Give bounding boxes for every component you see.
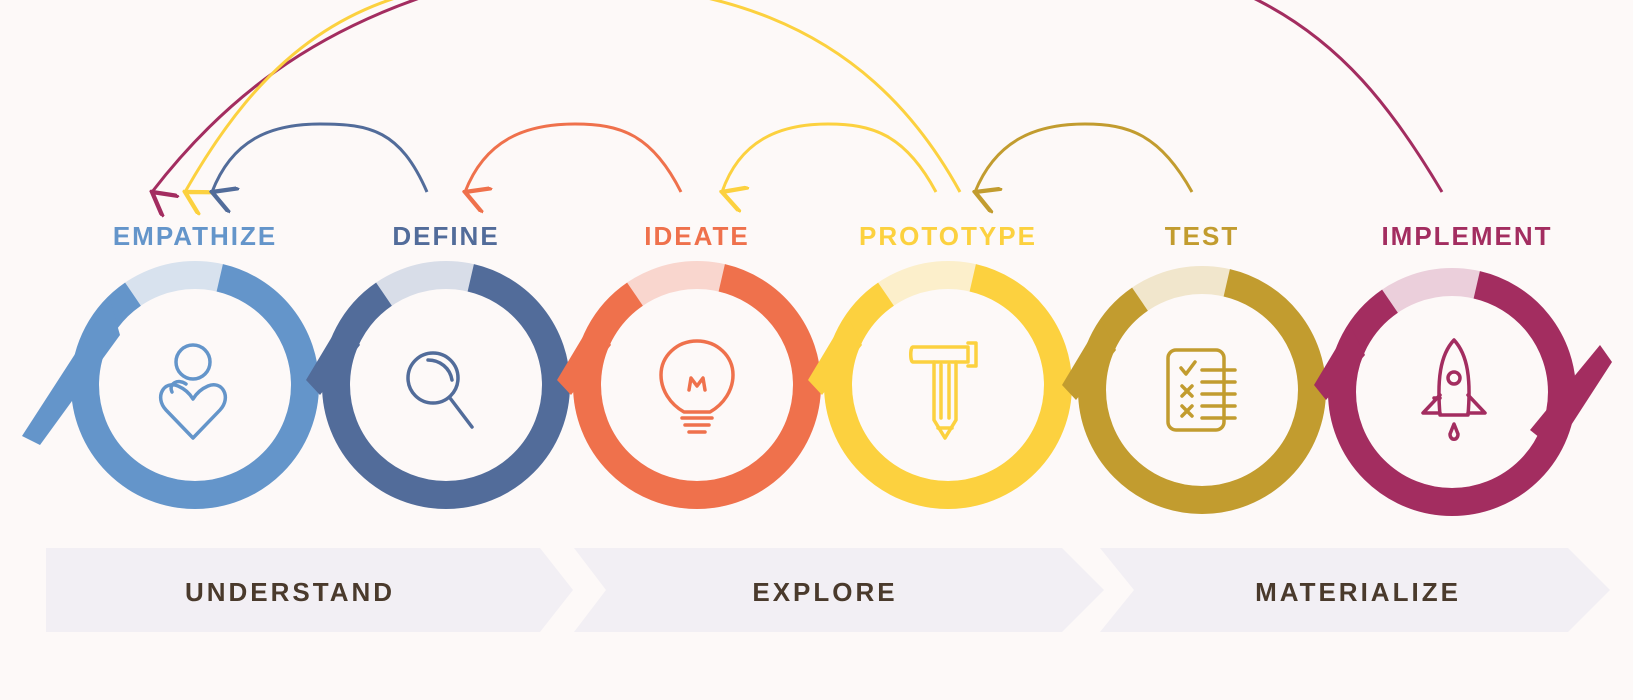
- phase-label-explore: EXPLORE: [752, 577, 897, 607]
- ring-empathize: [22, 261, 319, 509]
- stage-label-prototype: PROTOTYPE: [859, 221, 1037, 251]
- ring-ideate: [557, 261, 821, 509]
- ring-define: [306, 261, 570, 509]
- stage-label-implement: IMPLEMENT: [1381, 221, 1552, 251]
- phase-chevron-materialize: [1100, 548, 1610, 632]
- arrow-prototype-to-empathize: [185, 0, 962, 192]
- feedback-arrows: [152, 0, 1444, 192]
- arrow-implement-to-empathize: [152, 0, 1444, 192]
- ring-prototype: [808, 261, 1072, 509]
- ring-implement: [1314, 268, 1612, 516]
- arrow-prototype-to-ideate: [722, 122, 938, 192]
- phase-label-materialize: MATERIALIZE: [1255, 577, 1461, 607]
- rocket-icon: [1421, 338, 1487, 441]
- hammer-pencil-icon: [909, 341, 978, 440]
- stage-label-test: TEST: [1165, 221, 1239, 251]
- phase-label-understand: UNDERSTAND: [185, 577, 395, 607]
- ring-test: [1062, 266, 1326, 514]
- stage-label-ideate: IDEATE: [644, 221, 749, 251]
- phase-chevron-understand: [46, 548, 573, 632]
- stage-label-empathize: EMPATHIZE: [113, 221, 277, 251]
- stage-labels: EMPATHIZE DEFINE IDEATE PROTOTYPE TEST I…: [113, 221, 1552, 251]
- arrow-define-to-empathize: [212, 122, 429, 192]
- lightbulb-icon: [659, 339, 735, 434]
- arrow-ideate-to-define: [465, 122, 683, 192]
- stage-icons: [159, 338, 1487, 441]
- stage-rings: [22, 261, 1612, 516]
- phase-chevron-explore: [574, 548, 1104, 632]
- magnifier-icon: [406, 351, 474, 429]
- phase-band: UNDERSTAND EXPLORE MATERIALIZE: [46, 548, 1610, 632]
- arrow-test-to-prototype: [975, 122, 1194, 192]
- stage-label-define: DEFINE: [392, 221, 499, 251]
- checklist-icon: [1166, 348, 1237, 432]
- person-heart-icon: [159, 343, 227, 440]
